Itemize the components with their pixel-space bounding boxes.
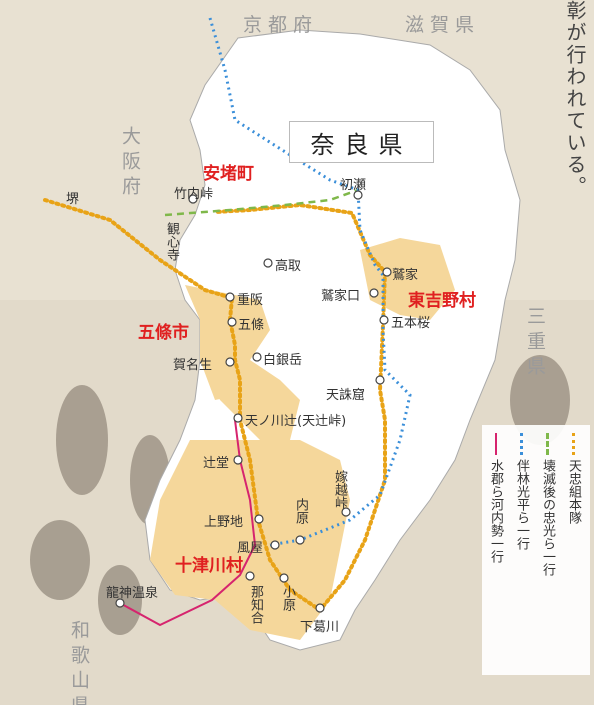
legend-swatch-tadamitsu xyxy=(546,433,549,455)
map-legend: 天忠組本隊 壊滅後の忠光ら一行 伴林光平ら一行 水郡ら河内勢一行 xyxy=(482,425,590,675)
label-gojo-city: 五條市 xyxy=(138,323,189,343)
label-ryujin: 龍神温泉 xyxy=(106,586,159,601)
route-tenchugumi-main xyxy=(43,198,388,613)
legend-label-main: 天忠組本隊 xyxy=(566,459,581,524)
label-ando: 安堵町 xyxy=(203,164,254,184)
route-nigori xyxy=(117,419,257,627)
label-hatsuse: 初瀬 xyxy=(340,178,367,193)
label-kohara: 小原 xyxy=(280,585,295,611)
label-shigesaka: 重阪 xyxy=(237,293,264,308)
map-title: 奈良県 xyxy=(289,121,434,163)
label-shiga: 滋賀県 xyxy=(405,14,481,36)
caption-text: 彰が行われている。 xyxy=(563,0,587,198)
totsukawa-village-area xyxy=(150,440,350,640)
legend-label-nigori: 水郡ら河内勢一行 xyxy=(488,459,503,563)
label-shimokuzukawa: 下葛川 xyxy=(300,620,340,635)
label-osaka: 大阪府 xyxy=(119,126,141,201)
label-sakai: 堺 xyxy=(66,192,80,207)
label-kanshinji: 観心寺 xyxy=(164,222,179,261)
label-takenouchi: 竹内峠 xyxy=(174,187,214,202)
label-washikayaguchi: 鷲家口 xyxy=(321,289,361,304)
label-shiroganedake: 白銀岳 xyxy=(263,353,303,368)
label-naihara: 内原 xyxy=(293,498,308,524)
label-nachigo: 那知合 xyxy=(248,585,263,624)
label-kazaya: 風屋 xyxy=(237,541,264,556)
legend-item-tadamitsu: 壊滅後の忠光ら一行 xyxy=(538,433,557,576)
legend-item-nigori: 水郡ら河内勢一行 xyxy=(486,433,505,563)
label-tennokawatsuji: 天ノ川辻(天辻峠) xyxy=(245,414,347,429)
legend-swatch-tomobayashi xyxy=(520,433,523,455)
place-markers xyxy=(115,190,392,613)
legend-swatch-nigori xyxy=(494,433,497,455)
label-washikaya: 鷲家 xyxy=(392,268,419,283)
label-kanao: 賀名生 xyxy=(173,358,213,373)
label-gohonmatsu: 五本桜 xyxy=(391,316,431,331)
label-gojo-point: 五條 xyxy=(238,318,265,333)
legend-item-tomobayashi: 伴林光平ら一行 xyxy=(512,433,531,550)
label-kaminoji: 上野地 xyxy=(204,515,244,530)
label-tsujido: 辻堂 xyxy=(203,456,230,471)
route-tadamitsu xyxy=(164,188,359,217)
label-totsukawa: 十津川村 xyxy=(175,556,243,576)
label-mie: 三重県 xyxy=(524,306,546,381)
legend-swatch-main xyxy=(572,433,575,455)
gojo-south-area xyxy=(200,360,300,440)
legend-label-tadamitsu: 壊滅後の忠光ら一行 xyxy=(540,459,555,576)
label-yomekoshi: 嫁越峠 xyxy=(332,470,347,509)
label-kyoto: 京都府 xyxy=(243,14,319,36)
legend-item-main: 天忠組本隊 xyxy=(564,433,583,524)
legend-label-tomobayashi: 伴林光平ら一行 xyxy=(514,459,529,550)
label-wakayama: 和歌山県 xyxy=(68,620,90,705)
label-higashiyoshino: 東吉野村 xyxy=(408,291,476,311)
label-takatori: 高取 xyxy=(275,259,302,274)
label-tenchukutsu: 天誅窟 xyxy=(326,388,366,403)
